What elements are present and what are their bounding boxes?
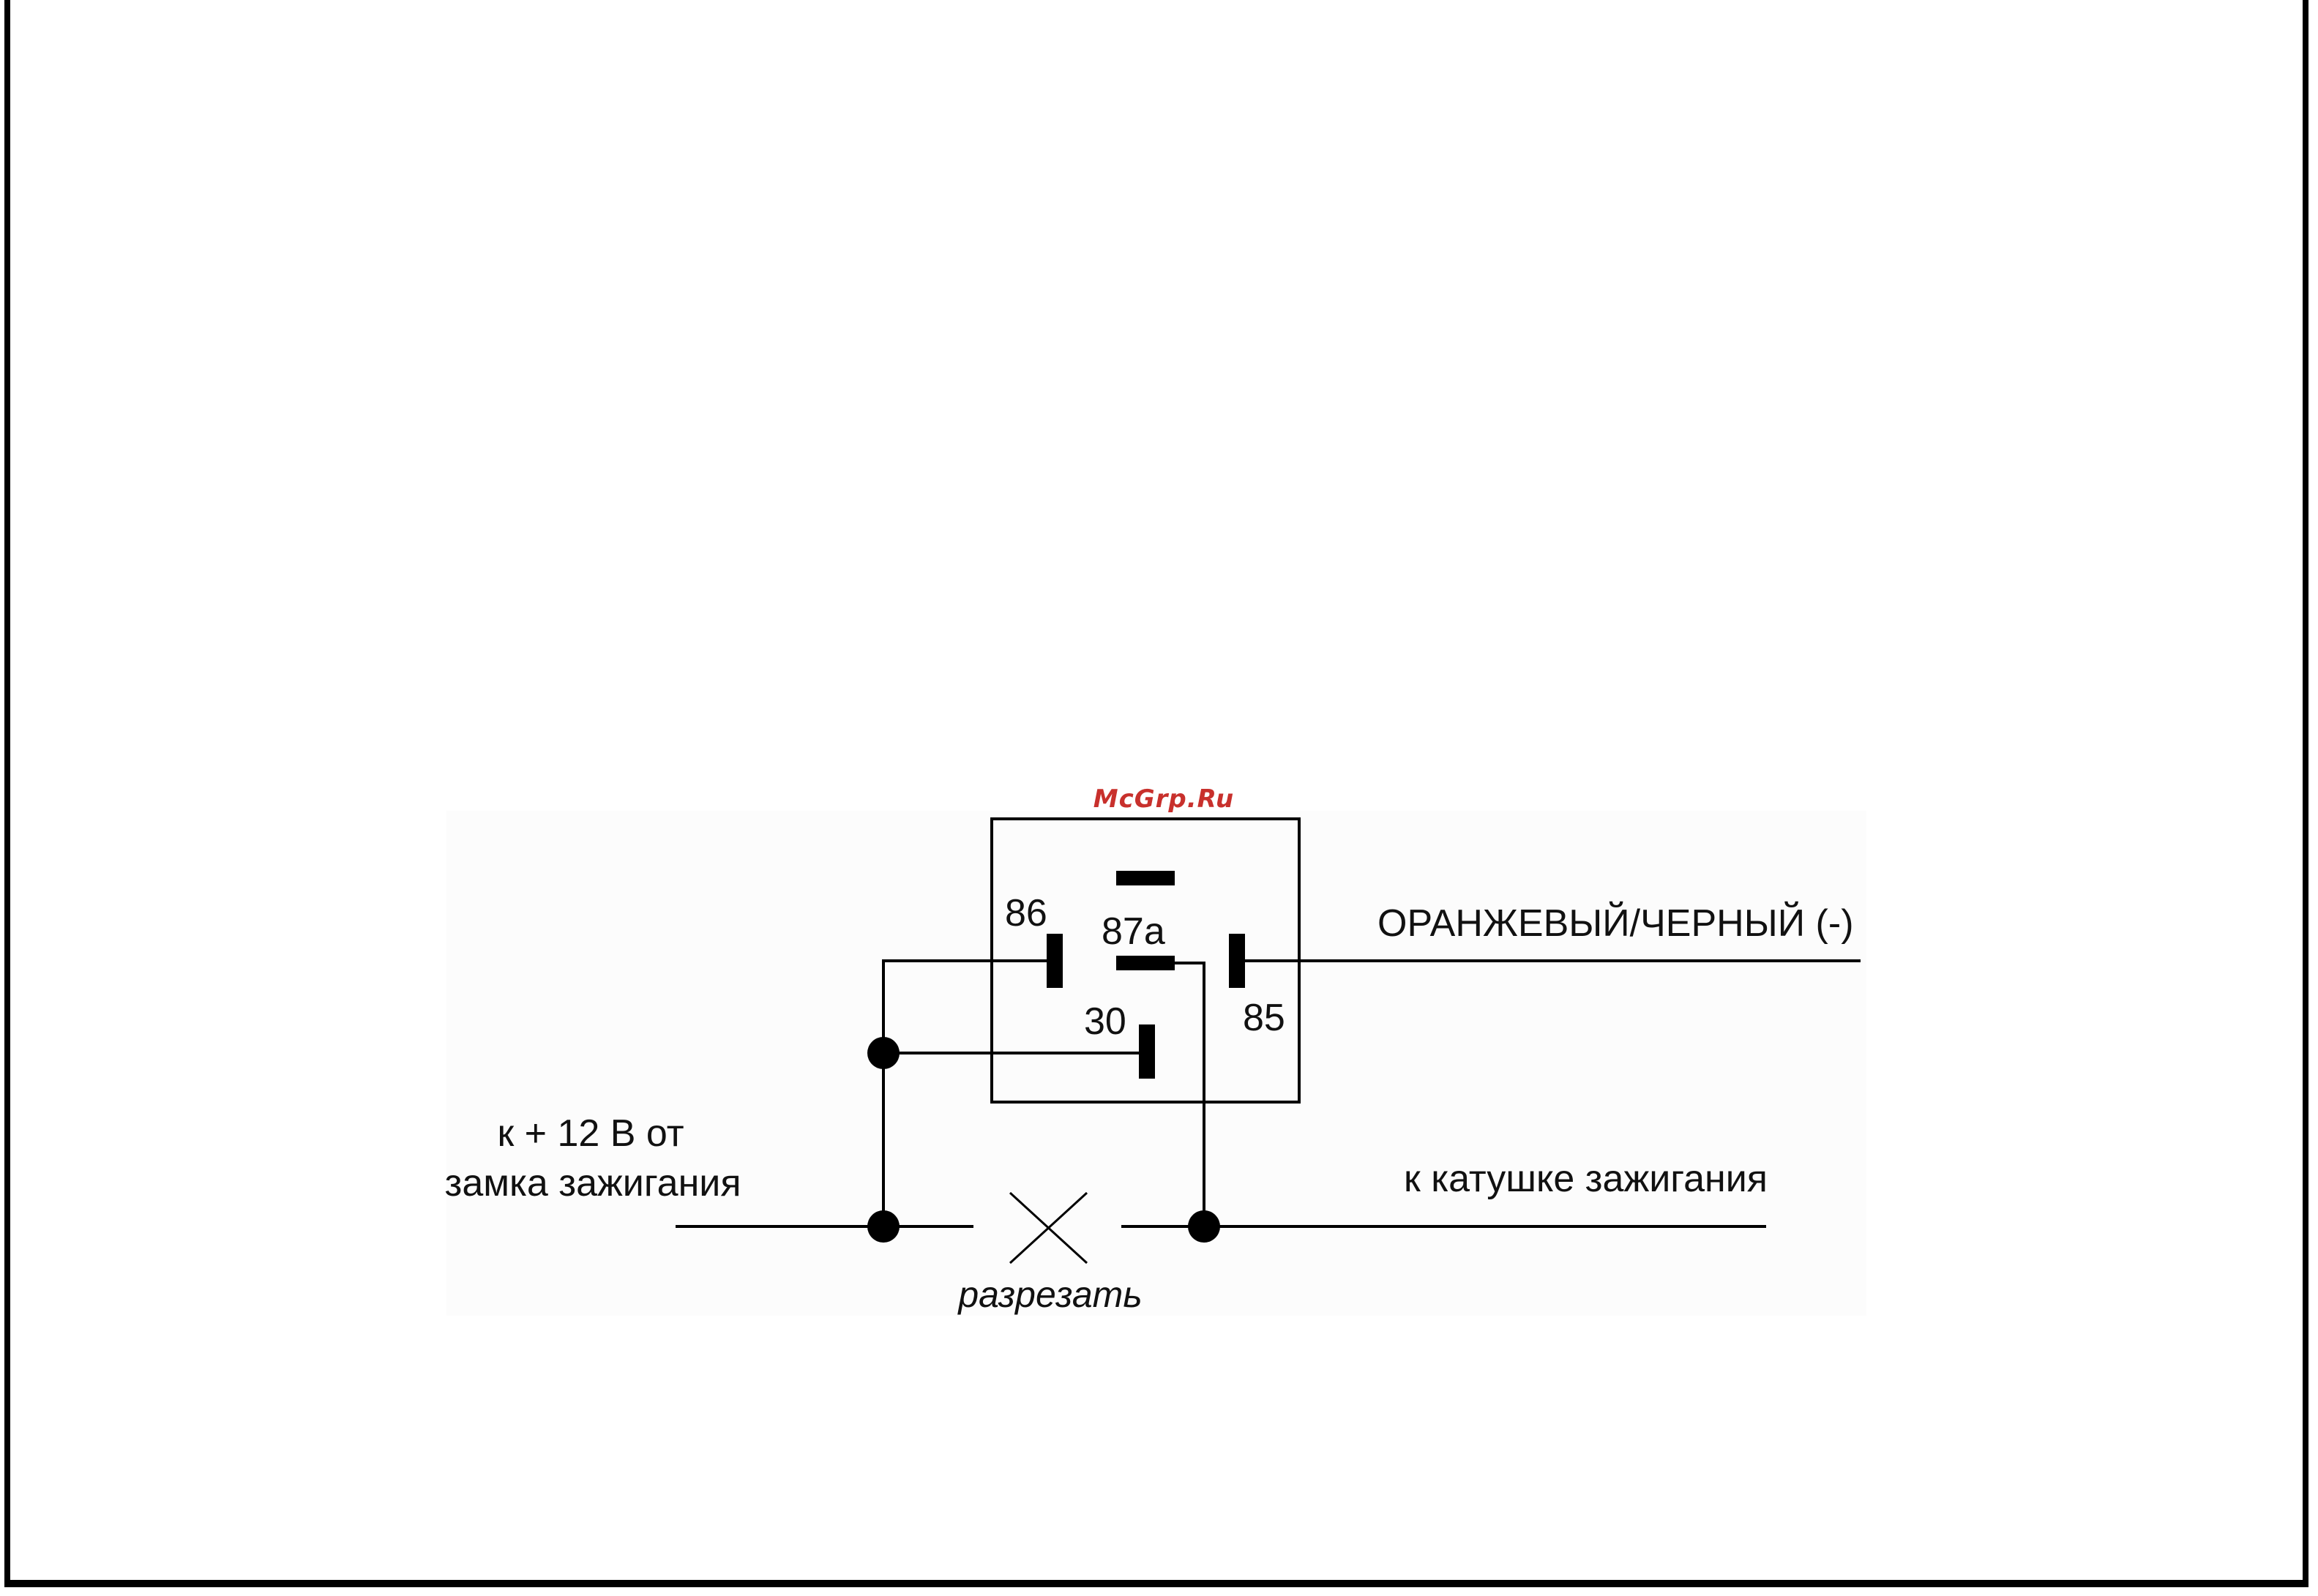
wire-87a	[1175, 963, 1204, 1226]
wire-86	[883, 961, 1047, 1226]
junction-dot-coil	[1188, 1210, 1220, 1243]
contact-85	[1229, 934, 1245, 988]
pin-label-86: 86	[1005, 892, 1047, 934]
junction-dot-30	[867, 1037, 900, 1069]
label-source-line1: к + 12 В от	[497, 1112, 684, 1155]
label-orange-black: ОРАНЖЕВЫЙ/ЧЕРНЫЙ (-)	[1377, 902, 1854, 945]
watermark: McGrp.Ru	[1093, 784, 1234, 814]
cut-mark	[1010, 1193, 1087, 1263]
label-cut: разрезать	[957, 1274, 1142, 1315]
junction-dot-source	[867, 1210, 900, 1243]
label-coil: к катушке зажигания	[1404, 1158, 1768, 1200]
contact-87	[1116, 871, 1175, 885]
contact-87a	[1116, 956, 1175, 970]
pin-label-85: 85	[1243, 997, 1285, 1039]
pin-label-30: 30	[1084, 1000, 1126, 1043]
contact-86	[1047, 934, 1063, 988]
label-source-line2: замка зажигания	[444, 1162, 741, 1205]
contact-30	[1139, 1024, 1155, 1079]
pin-label-87a: 87a	[1102, 910, 1165, 953]
